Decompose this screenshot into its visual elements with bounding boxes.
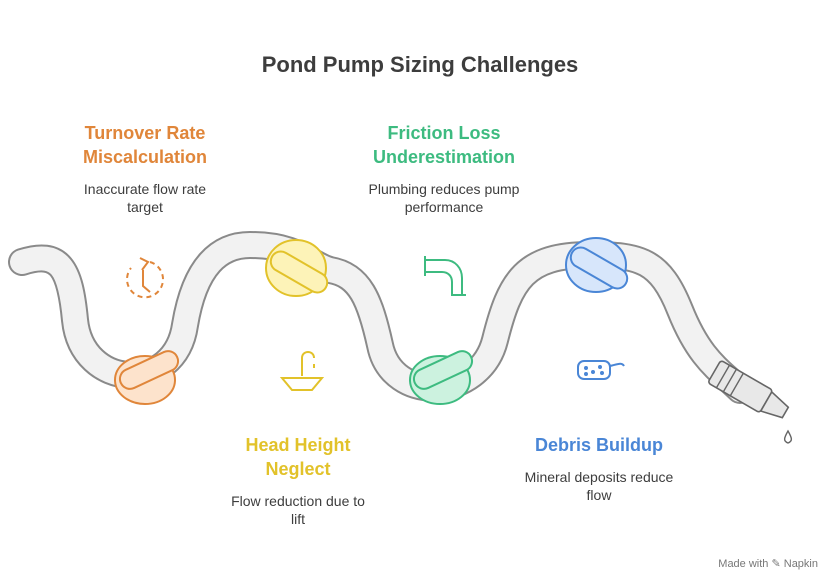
- item-heading-friction: Friction Loss Underestimation: [344, 121, 544, 169]
- filter-icon: [577, 360, 625, 380]
- desc-line: Flow reduction due to: [231, 493, 365, 509]
- desc-line: flow: [586, 487, 612, 503]
- desc-line: lift: [291, 511, 305, 527]
- desc-line: performance: [404, 199, 484, 215]
- item-heading-head-height: Head Height Neglect: [198, 433, 398, 481]
- desc-line: Mineral deposits reduce: [524, 469, 674, 485]
- item-desc-head-height: Flow reduction due to lift: [198, 492, 398, 528]
- heading-line: Turnover Rate: [84, 123, 206, 143]
- knot-blue: [565, 237, 629, 293]
- item-desc-friction: Plumbing reduces pump performance: [344, 180, 544, 216]
- knot-orange: [114, 350, 180, 405]
- desc-line: Plumbing reduces pump: [368, 181, 520, 197]
- nozzle: [708, 360, 790, 419]
- heading-line: Underestimation: [372, 147, 516, 167]
- heading-line: Debris Buildup: [534, 435, 663, 455]
- timer-icon: [126, 257, 165, 299]
- heading-line: Neglect: [265, 459, 331, 479]
- desc-line: target: [127, 199, 163, 215]
- item-heading-debris: Debris Buildup: [499, 433, 699, 457]
- page-title: Pond Pump Sizing Challenges: [261, 52, 579, 77]
- pipe-faucet-icon: [424, 256, 466, 296]
- knot-yellow: [265, 239, 329, 297]
- desc-line: Inaccurate flow rate: [83, 181, 207, 197]
- heading-line: Head Height: [245, 435, 351, 455]
- heading-line: Miscalculation: [82, 147, 208, 167]
- item-desc-debris: Mineral deposits reduce flow: [499, 468, 699, 504]
- water-drop-icon: [783, 429, 793, 444]
- knot-green: [409, 350, 474, 405]
- heading-line: Friction Loss: [387, 123, 501, 143]
- item-heading-turnover: Turnover Rate Miscalculation: [45, 121, 245, 169]
- fountain-icon: [279, 351, 325, 391]
- item-desc-turnover: Inaccurate flow rate target: [45, 180, 245, 216]
- napkin-watermark: Made with ✎ Napkin: [718, 558, 818, 570]
